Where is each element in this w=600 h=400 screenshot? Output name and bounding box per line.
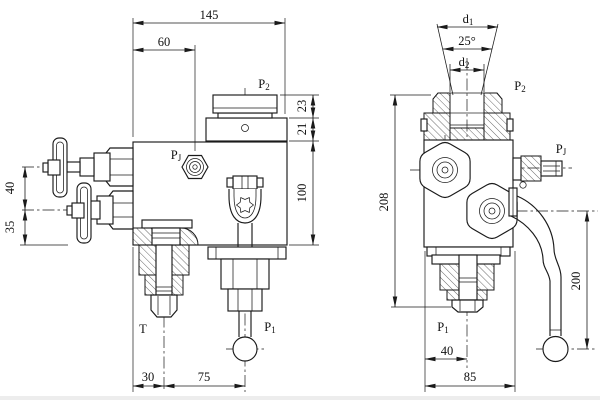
left-p2-cap: [212, 94, 278, 114]
dim-label-40-left: 40: [3, 182, 17, 195]
left-pj-port: [181, 154, 209, 180]
dim-label-200: 200: [569, 272, 583, 291]
dim-label-40-right: 40: [441, 344, 454, 358]
port-label-p2-right: P2: [514, 79, 525, 94]
dim-label-208: 208: [377, 193, 391, 212]
right-pj-fitting: [512, 155, 563, 189]
t-fitting: [138, 244, 190, 318]
dim-label-21: 21: [295, 123, 309, 136]
right-view: d1 25° d2 208 200 40 85 P2 PJ P1: [377, 12, 598, 392]
right-cone-dimensions: d1 25° d2: [436, 12, 499, 96]
dim-label-85: 85: [464, 370, 477, 384]
control-lever: [508, 187, 569, 363]
right-view-dimensions: 208 200 40 85: [377, 94, 590, 392]
left-view: 145 60 23 21 100 40 35 30 75 P2 PJ T P1: [3, 8, 319, 392]
dim-label-25deg: 25°: [458, 34, 476, 48]
dim-label-75: 75: [198, 370, 211, 384]
p1-ball-end-left: [232, 336, 258, 362]
clevis-assembly: [226, 175, 264, 247]
torx-socket: [235, 197, 255, 213]
dim-label-60: 60: [158, 35, 171, 49]
lower-adjust-knob: [66, 182, 134, 244]
right-p2-port-section: [420, 92, 514, 141]
port-label-pj-left: PJ: [171, 148, 182, 163]
dim-label-d1: d1: [463, 12, 474, 27]
left-plate-hole: [241, 124, 249, 132]
dim-label-145: 145: [200, 8, 219, 22]
dim-label-35: 35: [3, 221, 17, 234]
right-view-port-labels: P2 PJ P1: [437, 79, 566, 335]
dim-label-30: 30: [142, 370, 155, 384]
port-label-t: T: [139, 322, 147, 336]
right-knob-upper: [419, 141, 471, 199]
port-label-pj-right: PJ: [556, 142, 567, 157]
upper-adjust-knob: [42, 137, 134, 198]
right-p1-fitting: [426, 246, 511, 313]
clevis-pin: [232, 175, 258, 190]
left-valve-body: [132, 94, 288, 246]
bolt-head: [519, 181, 527, 189]
p1-locknut: [220, 258, 270, 290]
left-p2-neck: [217, 112, 273, 119]
p1-fitting-left: [207, 246, 287, 362]
scan-edge-artifact: [0, 396, 600, 400]
dim-label-100: 100: [295, 184, 309, 203]
left-view-dimensions: 145 60 23 21 100 40 35 30 75: [3, 8, 319, 392]
lever-ball-end: [542, 335, 569, 363]
dim-label-d2: d2: [459, 55, 470, 70]
right-knob-lower: [466, 182, 518, 240]
port-label-p2-left: P2: [258, 77, 269, 92]
left-view-port-labels: P2 PJ T P1: [139, 77, 276, 336]
port-label-p1-left: P1: [264, 320, 275, 335]
dim-label-23: 23: [295, 100, 309, 113]
left-p2-plate: [205, 117, 288, 142]
port-label-p1-right: P1: [437, 320, 448, 335]
t-port-boss: [132, 219, 199, 246]
